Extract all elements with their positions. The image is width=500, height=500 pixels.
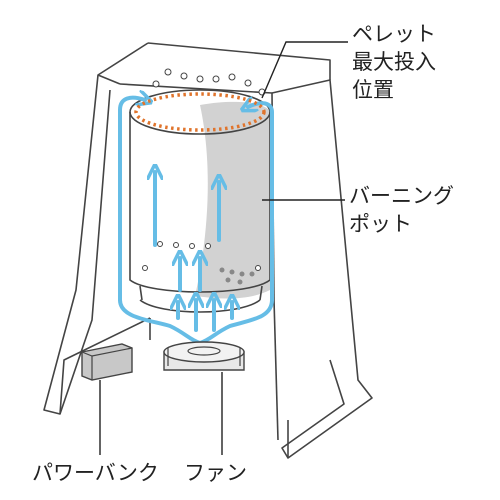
label-fan: ファン (184, 461, 247, 485)
label-power-bank: パワーバンク (32, 461, 159, 485)
label-pellet-max-1: ペレット (352, 22, 436, 46)
label-burning-pot-1: バーニング (349, 184, 454, 208)
airflow-arrow-icon (118, 98, 274, 346)
pot-holes-shaded (219, 267, 255, 285)
pot-holes (142, 68, 266, 271)
label-pellet-max-3: 位置 (352, 78, 394, 102)
leader-lines (99, 41, 348, 455)
fan-icon (163, 341, 245, 371)
pellet-max-fill-line (134, 92, 266, 132)
label-burning-pot-2: ポット (349, 212, 412, 236)
label-pellet-max-2: 最大投入 (352, 50, 436, 74)
power-bank-icon (81, 343, 133, 381)
burning-pot-shade (195, 101, 270, 299)
